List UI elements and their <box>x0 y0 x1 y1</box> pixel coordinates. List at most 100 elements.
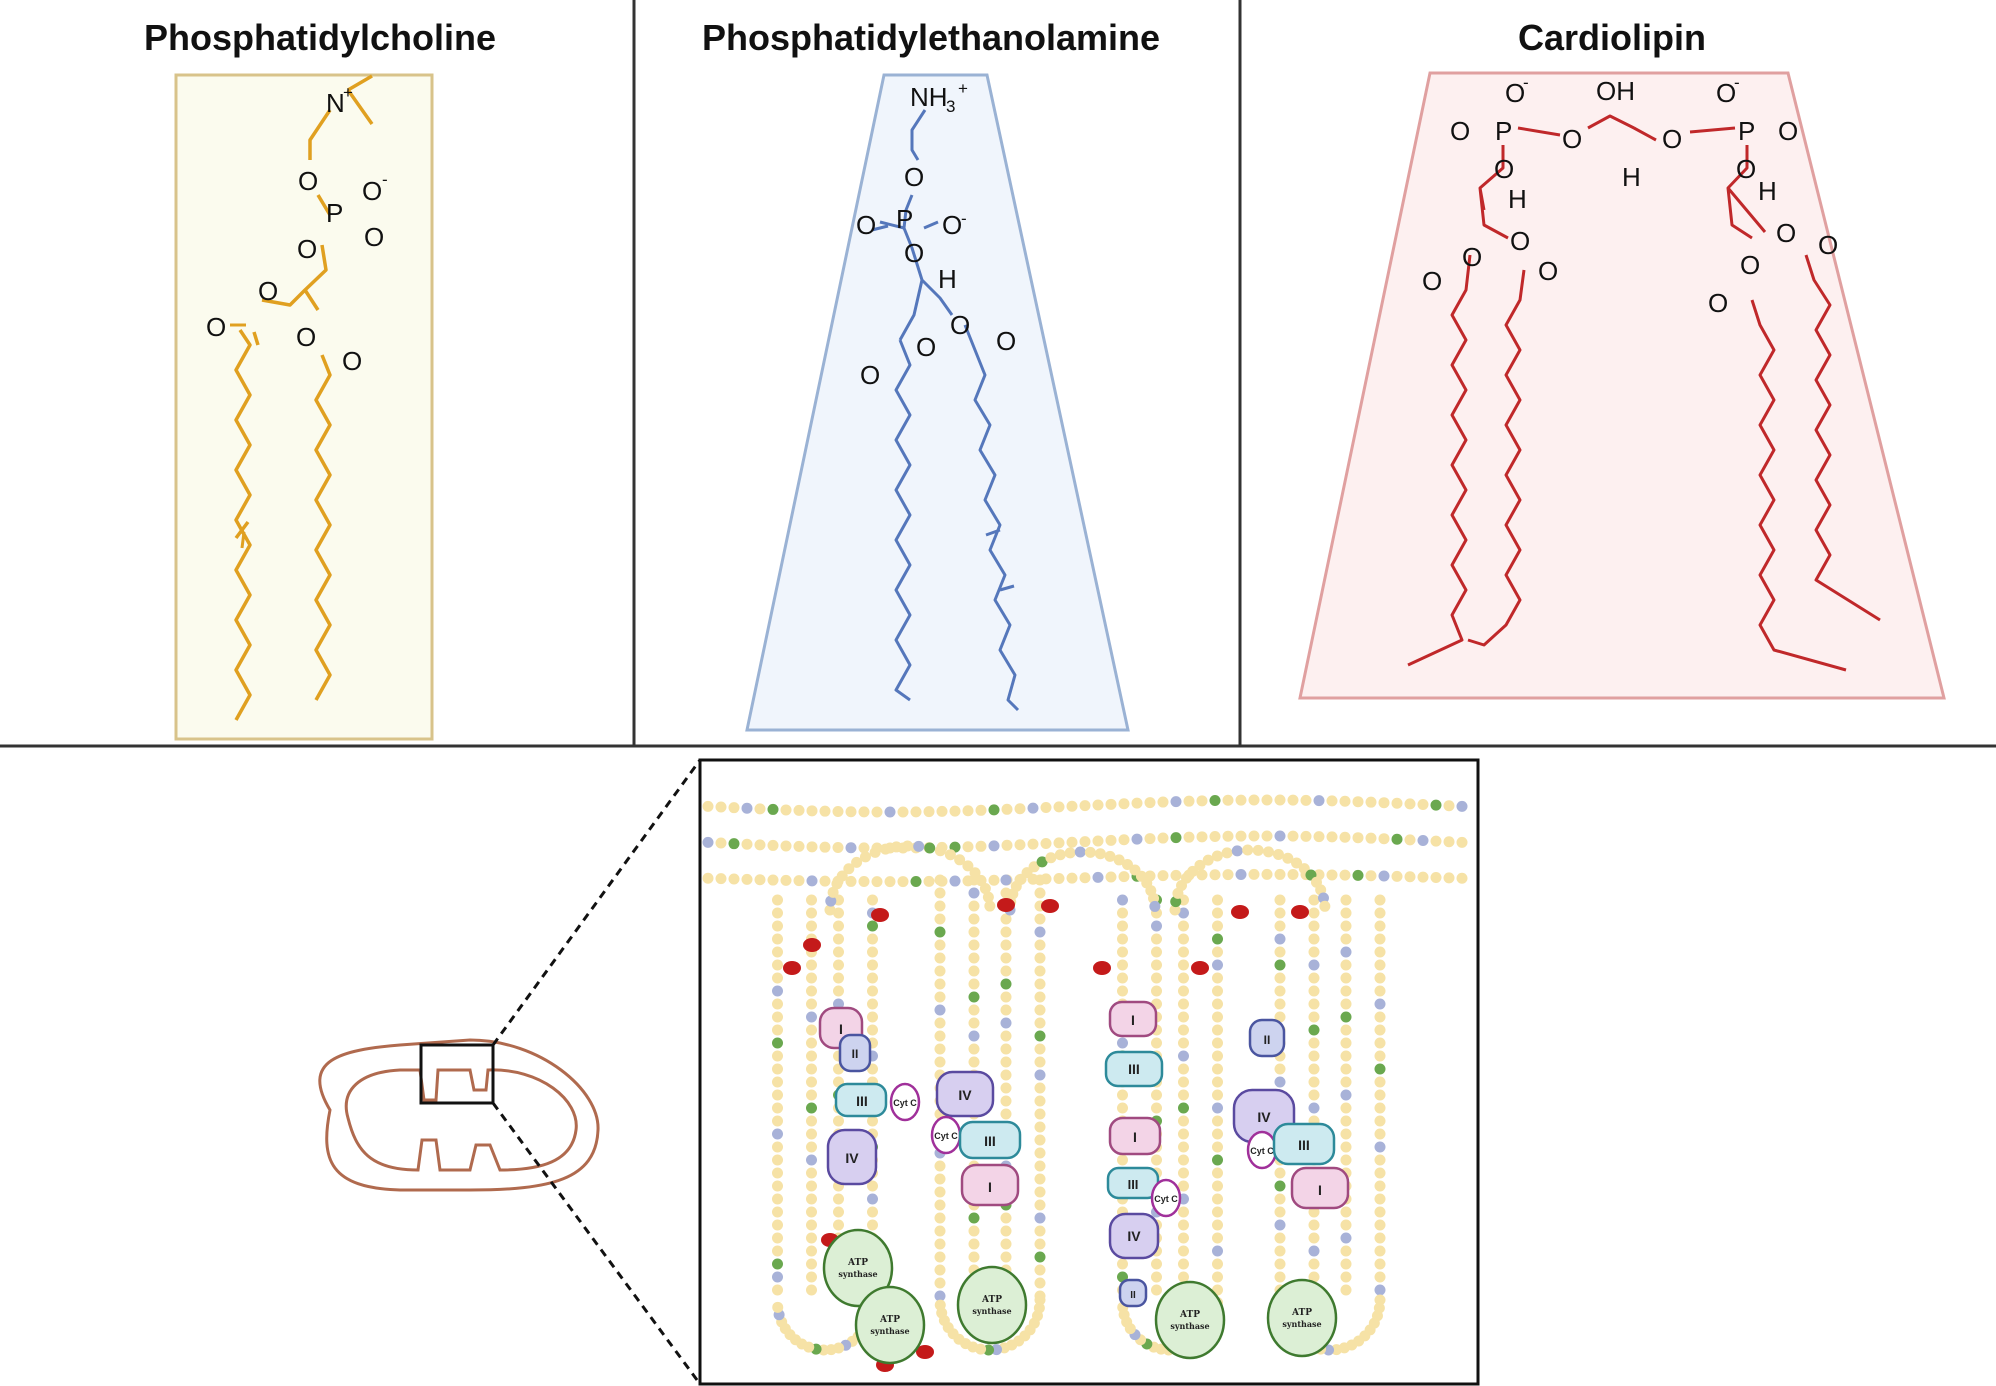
lipid-head <box>1045 852 1057 864</box>
lipid-head <box>1222 794 1234 806</box>
lipid-head <box>1374 985 1386 997</box>
lipid-head <box>833 1115 844 1127</box>
lipid-head <box>741 838 753 850</box>
lipid-head <box>1212 1180 1223 1192</box>
lipid-head <box>1340 1089 1352 1101</box>
lipid-head <box>1352 796 1364 808</box>
panel-background <box>1298 71 1946 700</box>
lipid-head <box>1221 847 1233 859</box>
lipid-head <box>780 874 792 886</box>
lipid-head <box>1000 1108 1012 1120</box>
lipid-head <box>806 1089 817 1101</box>
lipid-head <box>867 1193 878 1205</box>
lipid-head <box>1151 920 1162 932</box>
lipid-head <box>880 843 892 855</box>
lipid-head <box>1212 1076 1223 1088</box>
lipid-head <box>1183 831 1195 843</box>
lipid-head <box>831 878 843 890</box>
lipid-head <box>1340 1271 1352 1283</box>
lipid-head <box>806 894 817 906</box>
o-atom: O <box>297 234 317 264</box>
complex-i <box>1108 1116 1162 1156</box>
lipid-head <box>1313 795 1325 807</box>
lipid-head <box>1248 794 1260 806</box>
lipid-head <box>1034 926 1046 938</box>
complex-label: IV <box>1257 1109 1271 1125</box>
lipid-head <box>934 978 946 990</box>
lipid-head <box>1034 1199 1046 1211</box>
lipid-head <box>1212 933 1223 945</box>
lipid-head <box>1034 1056 1046 1068</box>
lipid-head <box>1117 1154 1128 1166</box>
lipid-head <box>1000 991 1012 1003</box>
lipid-head <box>1365 832 1377 844</box>
lipid-head <box>1340 1206 1352 1218</box>
lipid-head <box>1274 972 1286 984</box>
lipid-head <box>1212 998 1223 1010</box>
lipid-head <box>1117 959 1128 971</box>
lipid-head <box>1274 1271 1286 1283</box>
lipid-head <box>1034 1082 1046 1094</box>
subscript-3: 3 <box>946 97 955 116</box>
lipid-head <box>1274 1245 1286 1257</box>
lipid-head <box>772 907 783 919</box>
lipid-head <box>934 900 946 912</box>
complex-label: I <box>1318 1182 1322 1198</box>
h-atom: H <box>1622 162 1641 192</box>
cl-atoms: O - O P O OH H O O - P O O O H H O O O O… <box>1422 73 1838 318</box>
lipid-head <box>1287 794 1299 806</box>
lipid-head <box>1261 868 1273 880</box>
lipid-head <box>858 806 870 818</box>
lipid-head <box>1374 1284 1386 1296</box>
lipid-head <box>824 904 836 916</box>
lipid-head <box>833 959 844 971</box>
lipid-head <box>1118 871 1130 883</box>
lipid-head <box>793 804 805 816</box>
lipid-head <box>1212 1219 1223 1231</box>
lipid-head <box>1034 1017 1046 1029</box>
lipid-head <box>728 838 740 850</box>
lipid-head <box>1117 1102 1128 1114</box>
lipid-head <box>1374 946 1386 958</box>
pc-double-bonds <box>230 323 246 549</box>
lipid-head <box>1202 854 1214 866</box>
lipid-head <box>968 926 980 938</box>
lipid-head <box>1117 972 1128 984</box>
lipid-head <box>1374 1024 1386 1036</box>
lipid-head <box>1034 1173 1046 1185</box>
atp-label: ATP <box>879 1315 900 1325</box>
lipid-head <box>1211 850 1223 862</box>
lipid-head <box>975 804 987 816</box>
lipid-head <box>1117 1089 1128 1101</box>
lipid-head <box>1374 1089 1386 1101</box>
lipid-head <box>968 965 980 977</box>
lipid-head <box>1274 920 1286 932</box>
lipid-head <box>772 1258 783 1270</box>
lipid-head <box>1274 894 1286 906</box>
charge-minus: - <box>1523 73 1529 92</box>
lipid-head <box>1340 959 1352 971</box>
lipid-head <box>1209 869 1221 881</box>
lipid-head <box>934 1160 946 1172</box>
lipid-head <box>806 907 817 919</box>
pe-skeleton <box>879 109 1020 712</box>
lipid-head <box>934 1030 946 1042</box>
lipid-head <box>1212 1245 1223 1257</box>
lipid-head <box>1222 830 1234 842</box>
atp-synthase <box>854 1285 926 1365</box>
lipid-head <box>1178 1180 1189 1192</box>
cardiolipin-head <box>1231 905 1249 919</box>
o-atom: O <box>1708 288 1728 318</box>
lipid-head <box>1178 1141 1189 1153</box>
lipid-head <box>806 1271 817 1283</box>
lipid-head <box>1374 1128 1386 1140</box>
lipid-head <box>1079 836 1091 848</box>
lipid-head <box>1000 1030 1012 1042</box>
charge-minus: - <box>961 209 967 228</box>
o-atom: O <box>298 166 318 196</box>
lipid-head <box>1274 868 1286 880</box>
lipid-head <box>1178 998 1189 1010</box>
lipid-head <box>1235 794 1247 806</box>
lipid-head <box>806 1232 817 1244</box>
